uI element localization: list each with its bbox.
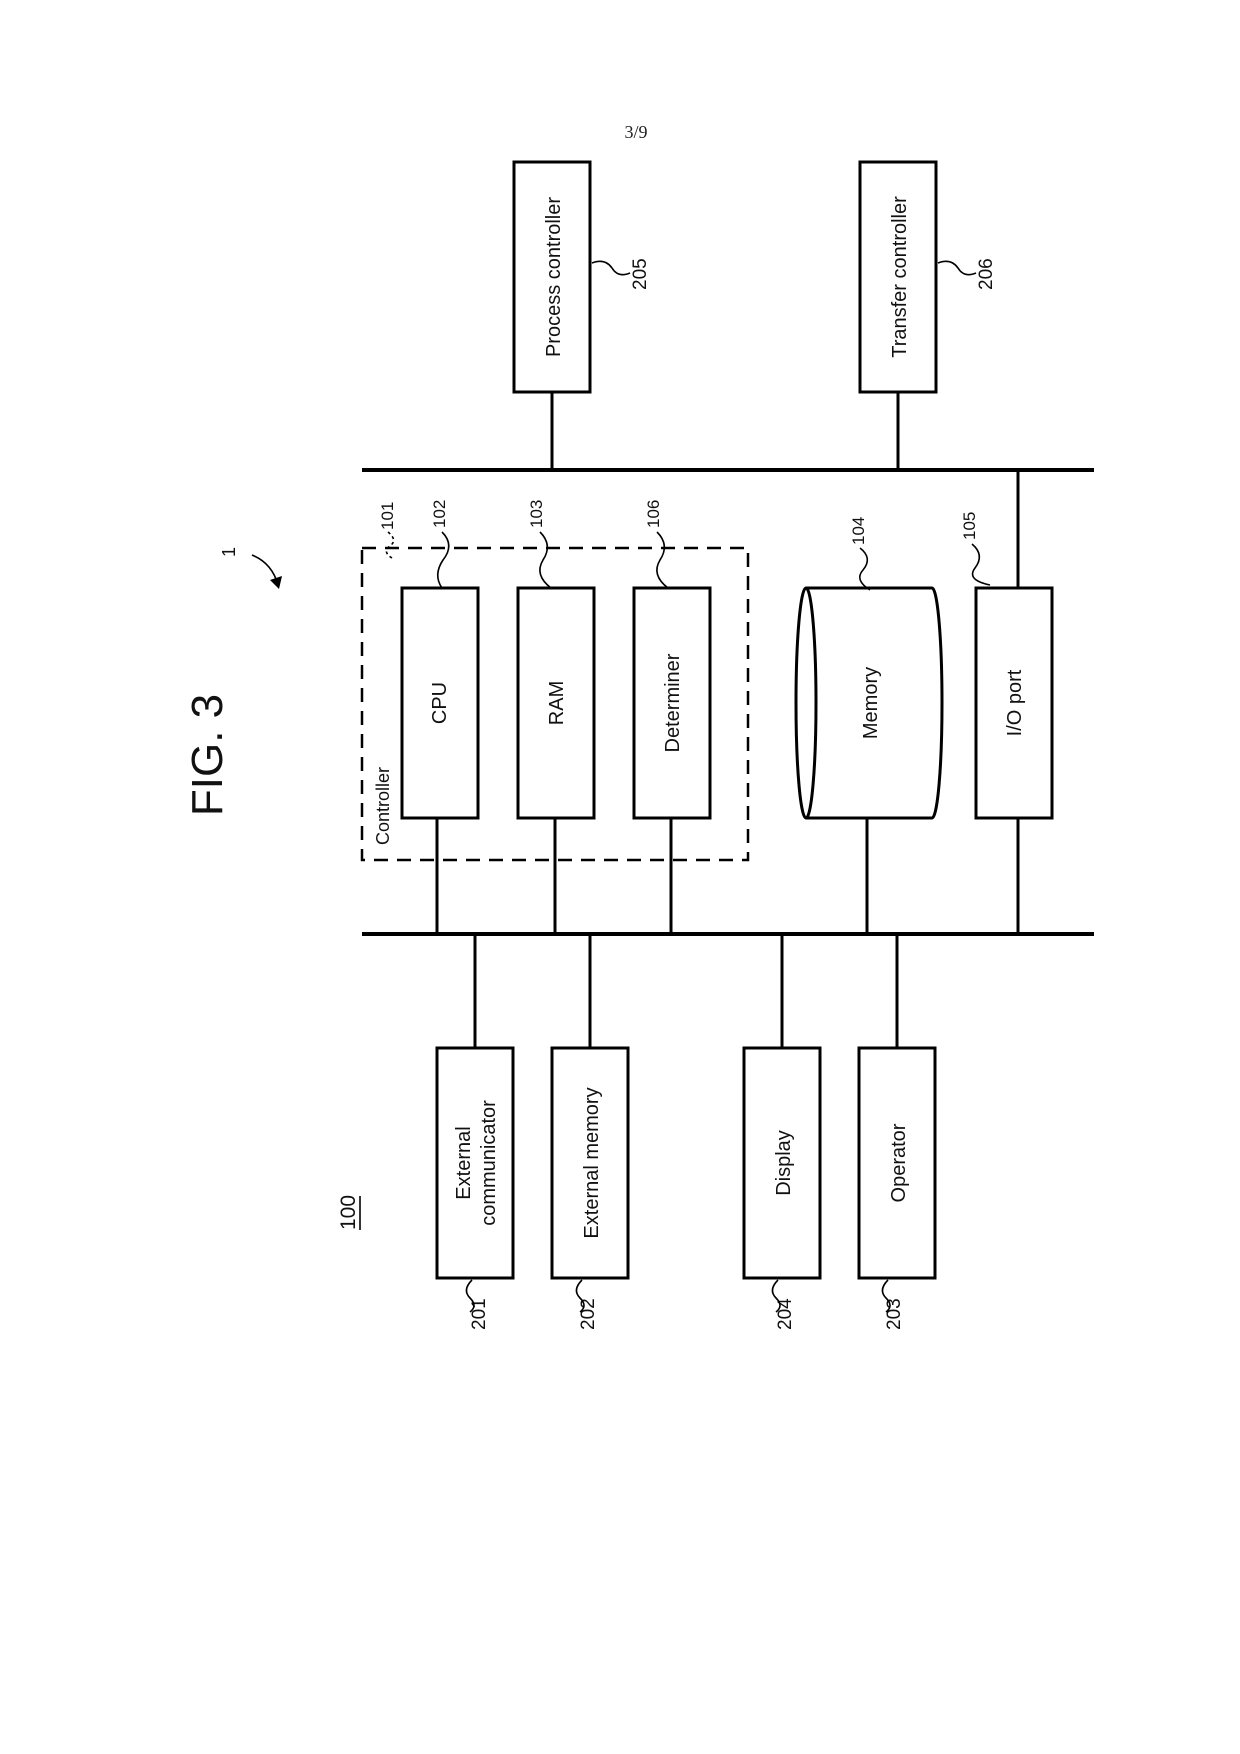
io-port-ref: 105 — [960, 512, 979, 540]
io-port-label: I/O port — [1004, 669, 1026, 736]
figure-ref-arrowhead — [270, 576, 282, 589]
determiner-label: Determiner — [662, 653, 684, 752]
display-block — [742, 1046, 822, 1280]
system-ref: 100 — [337, 1195, 360, 1230]
memory-body-edges — [806, 586, 932, 820]
cpu-block — [400, 586, 480, 820]
external-communicator-ref-leader — [465, 1279, 475, 1313]
external-communicator-label-2: communicator — [478, 1100, 500, 1226]
process-controller-ref: 205 — [630, 258, 651, 290]
determiner-block — [632, 586, 712, 820]
controller-ref-leader — [385, 531, 395, 559]
determiner-ref: 106 — [644, 500, 663, 528]
memory-body-fill — [806, 588, 932, 818]
memory-label: Memory — [860, 667, 882, 739]
controller-ref: 101 — [378, 502, 397, 530]
io-port-ref-leader — [971, 543, 991, 586]
operator-block — [857, 1046, 937, 1280]
external-memory-ref-leader — [575, 1279, 585, 1313]
transfer-controller-block — [858, 160, 938, 394]
determiner-ref-leader — [656, 531, 669, 589]
io-port-block — [974, 586, 1054, 820]
external-memory-ref: 202 — [578, 1298, 599, 1330]
operator-label: Operator — [888, 1123, 910, 1202]
cpu-ref-leader — [436, 531, 450, 589]
controller-group — [360, 546, 750, 862]
memory-left-cap — [794, 586, 818, 820]
operator-ref: 203 — [884, 1298, 905, 1330]
cpu-ref: 102 — [430, 500, 449, 528]
ram-ref-leader — [539, 531, 552, 589]
display-ref-leader — [771, 1279, 781, 1313]
display-label: Display — [773, 1130, 795, 1196]
controller-label: Controller — [373, 767, 393, 845]
process-controller-block — [512, 160, 592, 394]
external-communicator-block — [435, 1046, 515, 1280]
transfer-controller-ref: 206 — [976, 258, 997, 290]
memory-ref-leader — [858, 547, 871, 591]
ram-block — [516, 586, 596, 820]
process-controller-label: Process controller — [543, 197, 565, 357]
page-number: 3/9 — [624, 122, 647, 142]
external-memory-block — [550, 1046, 630, 1280]
external-communicator-label-1: External — [453, 1126, 475, 1199]
memory-right-cap — [931, 586, 944, 820]
cpu-label: CPU — [429, 682, 451, 724]
ram-ref: 103 — [527, 500, 546, 528]
display-ref: 204 — [775, 1298, 796, 1330]
figure-ref: 1 — [219, 547, 239, 557]
memory-ref: 104 — [849, 517, 868, 545]
external-communicator-ref: 201 — [469, 1298, 490, 1330]
ram-label: RAM — [546, 681, 568, 725]
external-memory-label: External memory — [581, 1087, 603, 1238]
transfer-controller-label: Transfer controller — [889, 196, 911, 358]
transfer-controller-ref-leader — [937, 260, 977, 276]
figure-title: FIG. 3 — [183, 694, 232, 816]
process-controller-ref-leader — [591, 260, 631, 276]
operator-ref-leader — [881, 1279, 891, 1313]
